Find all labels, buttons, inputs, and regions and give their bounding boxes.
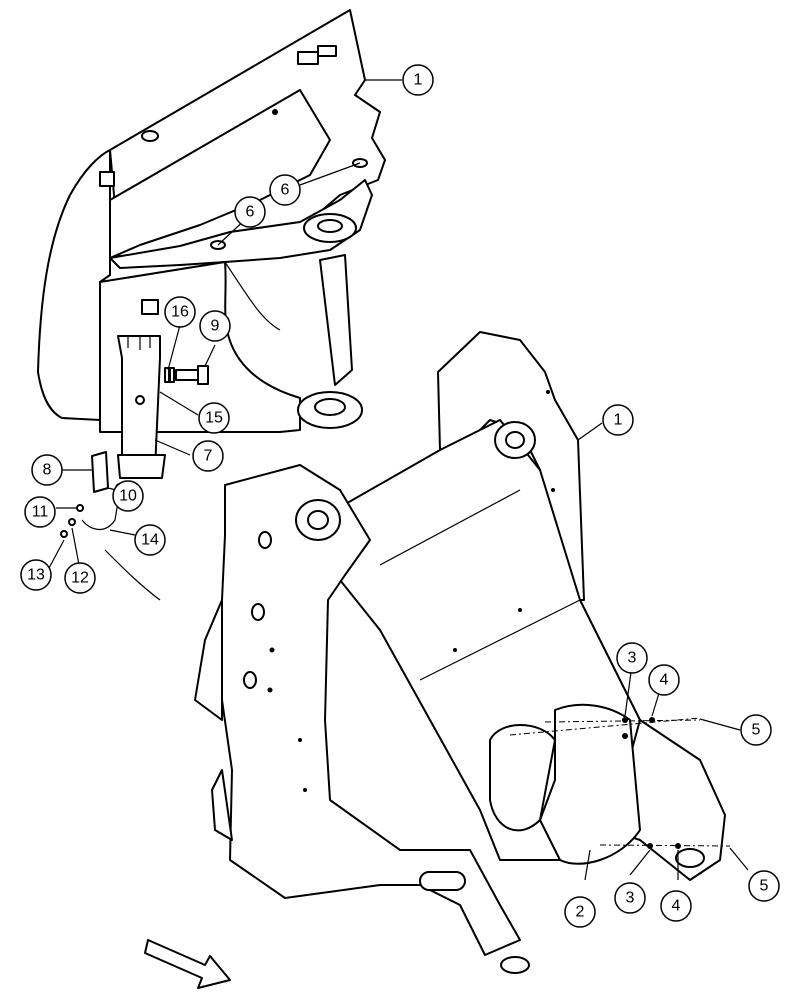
callout-circle [199,310,231,342]
callout-circle [748,870,780,902]
callout-circle [740,714,772,746]
upper-frame [37,9,386,433]
callout-label: 5 [760,878,769,895]
callout-label: 3 [626,890,635,907]
forward-direction-arrow-icon [144,939,231,989]
callout-c4b: 4 [660,890,692,922]
callout-c15: 15 [198,402,230,434]
callout-c3b: 3 [614,882,646,914]
callout-label: 14 [141,532,159,549]
callout-circle [134,524,166,556]
callout-c6a: 6 [269,174,301,206]
callout-label: 1 [414,72,423,89]
callout-label: 6 [246,204,255,221]
callout-label: 2 [576,904,585,921]
callout-label: 5 [752,722,761,739]
callout-label: 7 [204,448,213,465]
callout-c13: 13 [20,559,52,591]
callout-c1b: 1 [602,404,634,436]
callout-c8: 8 [31,454,63,486]
callout-circle [64,562,96,594]
callout-circle [192,440,224,472]
callout-c11: 11 [24,496,56,528]
callout-circle [164,296,196,328]
callout-circle [616,642,648,674]
callout-circle [31,454,63,486]
callout-c7: 7 [192,440,224,472]
callout-circle [564,896,596,928]
callout-label: 6 [281,182,290,199]
callout-circle [269,174,301,206]
callout-label: 16 [171,304,189,321]
callout-c12: 12 [64,562,96,594]
assembly-lines [509,717,731,849]
callout-label: 9 [211,318,220,335]
callout-c3a: 3 [616,642,648,674]
callout-label: 13 [27,567,45,584]
callout-c5b: 5 [748,870,780,902]
callout-circle [402,64,434,96]
callout-label: 11 [32,504,49,521]
callout-circle [602,404,634,436]
callout-c2: 2 [564,896,596,928]
callout-circle [648,664,680,696]
callout-c10: 10 [112,480,144,512]
callout-circle [198,402,230,434]
callout-c16: 16 [164,296,196,328]
callout-circle [614,882,646,914]
callout-circle [112,480,144,512]
callout-label: 4 [672,898,681,915]
callout-c14: 14 [134,524,166,556]
callout-label: 3 [628,650,637,667]
callout-circle [660,890,692,922]
callout-label: 10 [119,488,137,505]
lower-frame [194,331,726,974]
callout-label: 4 [660,672,669,689]
callout-c4a: 4 [648,664,680,696]
callout-circle [20,559,52,591]
callout-c9: 9 [199,310,231,342]
callout-label: 15 [205,410,223,427]
callout-label: 12 [71,570,89,587]
callout-c6b: 6 [234,196,266,228]
callout-circle [24,496,56,528]
callout-circle [234,196,266,228]
callout-label: 1 [614,412,623,429]
callout-c1a: 1 [402,64,434,96]
callout-label: 8 [43,462,52,479]
callout-c5a: 5 [740,714,772,746]
